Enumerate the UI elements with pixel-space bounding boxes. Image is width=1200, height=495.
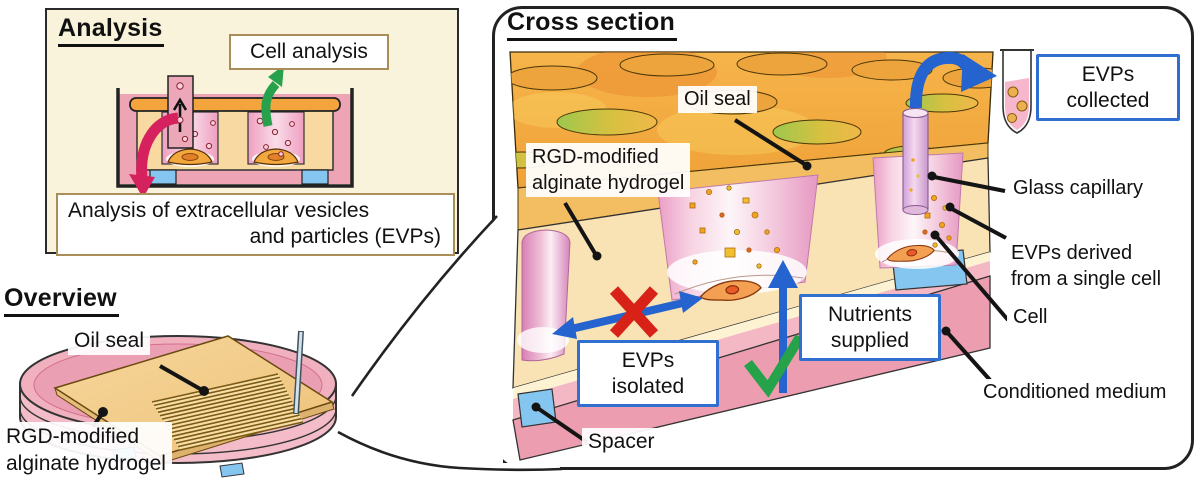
evps-isolated-line2: isolated <box>611 374 685 398</box>
analysis-dish-walls <box>116 88 354 188</box>
spacer-label: Spacer <box>582 428 661 457</box>
collection-tube <box>1000 49 1034 134</box>
cs-hydrogel-line2: alginate hydrogel <box>532 172 685 194</box>
analysis-capillary <box>167 75 194 149</box>
seal-holes <box>510 52 993 169</box>
conditioned-medium-label: Conditioned medium <box>977 379 1173 406</box>
cross-section-title: Cross section <box>507 8 677 41</box>
glass-capillary-label: Glass capillary <box>1007 175 1150 202</box>
nutrients-line1: Nutrients <box>827 303 913 326</box>
nutrients-supplied-box: Nutrients supplied <box>799 294 941 362</box>
analysis-title: Analysis <box>58 14 165 47</box>
evp-particles <box>689 185 952 269</box>
analysis-cells <box>167 148 299 166</box>
analysis-device-illustration <box>116 65 354 198</box>
overview-hydrogel-line2: alginate hydrogel <box>6 452 166 476</box>
analysis-spacers <box>149 169 329 185</box>
red-cross <box>609 286 659 338</box>
overview-oil-seal-label: Oil seal <box>68 327 151 356</box>
evps-collected-box: EVPs collected <box>1036 54 1180 122</box>
cs-oil-seal-label: Oil seal <box>678 86 757 113</box>
evps-derived-label: EVPs derived from a single cell <box>1005 239 1168 293</box>
crimson-arrow <box>129 112 179 198</box>
evps-isolated-line1: EVPs <box>621 349 675 372</box>
glass-capillary <box>902 107 929 215</box>
evp-analysis-line2: and particles (EVPs) <box>249 225 441 249</box>
cell-right-well <box>886 244 935 262</box>
well-left <box>517 229 571 362</box>
nutrients-line2: supplied <box>830 328 910 352</box>
evps-collected-line1: EVPs <box>1081 63 1135 86</box>
evps-derived-line2: from a single cell <box>1011 268 1162 290</box>
evps-isolated-box: EVPs isolated <box>577 340 719 408</box>
microwell-grid <box>151 373 304 451</box>
overview-title: Overview <box>4 284 119 317</box>
evp-analysis-line1: Analysis of extracellular vesicles <box>68 199 370 222</box>
cell-analysis-box: Cell analysis <box>229 34 389 71</box>
analysis-oil-seal-bar <box>129 97 341 112</box>
collection-arrow <box>909 51 997 109</box>
evp-analysis-box: Analysis of extracellular vesicles and p… <box>56 193 455 256</box>
cs-hydrogel-label: RGD-modified alginate hydrogel <box>526 143 691 197</box>
green-arrow <box>261 65 284 127</box>
cell-label: Cell <box>1007 304 1054 331</box>
overview-hydrogel-line1: RGD-modified <box>6 425 140 448</box>
evps-collected-line2: collected <box>1066 88 1150 112</box>
overview-hydrogel-label: RGD-modified alginate hydrogel <box>0 422 172 479</box>
glass-capillary-rod <box>293 330 304 415</box>
nutrients-arrow <box>768 260 798 393</box>
cell-center-well <box>699 280 762 302</box>
evps-derived-line1: EVPs derived <box>1011 242 1133 264</box>
cross-section-pointer-lines <box>531 118 1010 444</box>
cs-hydrogel-line1: RGD-modified <box>532 146 659 168</box>
green-check <box>744 334 805 398</box>
